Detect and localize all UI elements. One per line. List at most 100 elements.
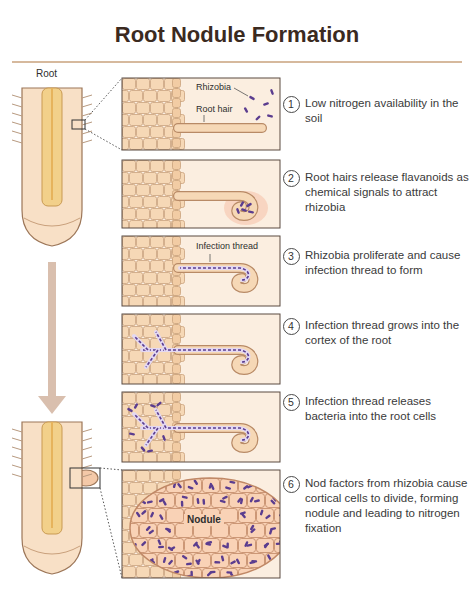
nodule-cell — [131, 479, 148, 493]
part-label: Rhizobia — [196, 82, 231, 92]
epidermis-cell — [173, 139, 181, 148]
nodule-cell — [185, 539, 202, 553]
infection-thread-sheath — [146, 350, 158, 367]
plant-cell — [144, 453, 157, 463]
infection-thread — [134, 414, 148, 428]
rhizobium — [248, 210, 254, 213]
callout-number: 1 — [288, 99, 294, 110]
root-drawing — [12, 78, 122, 246]
plant-cell — [158, 91, 171, 102]
root-hair-line — [82, 122, 92, 125]
rhizobium — [255, 115, 261, 121]
part-label: Nodule — [184, 514, 224, 526]
plant-cell — [151, 261, 164, 272]
epidermis-cell — [173, 393, 181, 402]
rhizobium — [260, 509, 264, 515]
plant-cell — [158, 221, 171, 229]
plant-cell — [151, 161, 164, 172]
plant-cell — [130, 249, 143, 260]
plant-cell — [122, 139, 129, 150]
rhizobium — [129, 432, 135, 435]
root-hair-line — [12, 131, 22, 134]
rhizobium — [196, 498, 199, 504]
rhizobium — [124, 527, 130, 532]
rhizobium — [270, 89, 274, 95]
panel-illustration — [122, 160, 280, 228]
plant-cell — [123, 209, 136, 220]
epidermis-cell — [173, 221, 181, 229]
nodule-cell — [275, 569, 281, 579]
nodule-cell — [194, 554, 211, 568]
nodule-cell — [176, 554, 193, 568]
plant-cell — [123, 441, 136, 452]
nodule-cell — [248, 494, 265, 508]
rhizobium — [138, 485, 143, 491]
rhizobium — [266, 485, 272, 490]
root-hair — [178, 124, 262, 132]
nodule-cell — [149, 539, 166, 553]
nodule-cell — [203, 569, 220, 579]
epidermis-cell — [173, 79, 181, 88]
rhizobium — [249, 95, 255, 100]
step-text: Rhizobia proliferate and cause infection… — [305, 248, 470, 278]
plant-cell — [137, 237, 150, 248]
nodule-cell — [230, 554, 247, 568]
core-line — [51, 422, 53, 528]
rhizobium — [150, 404, 156, 408]
plant-cell — [122, 555, 129, 566]
epidermis-cell — [173, 365, 181, 374]
nodule-cell — [230, 524, 247, 538]
plant-cell — [158, 249, 171, 260]
plant-cell — [137, 209, 150, 220]
rhizobium — [249, 496, 254, 502]
epidermis-cell — [173, 335, 181, 344]
root-cap — [24, 546, 80, 554]
rhizobium — [156, 401, 162, 407]
core-line — [51, 88, 53, 200]
callout-number: 6 — [288, 479, 294, 490]
infection-thread — [146, 350, 158, 367]
rhizobium — [210, 484, 215, 490]
rhizobium — [152, 484, 158, 489]
plant-cell — [122, 173, 129, 184]
nodule-cell — [131, 569, 148, 579]
root-hair-line — [82, 104, 92, 107]
root-hair-line — [12, 447, 22, 450]
plant-cell — [144, 297, 157, 307]
step-text: Infection thread grows into the cortex o… — [305, 318, 470, 348]
root-hair-line — [12, 456, 22, 459]
plant-cell — [151, 237, 164, 248]
nodule-cell — [212, 554, 229, 568]
rhizobium — [202, 499, 205, 505]
rhizobium — [226, 571, 232, 574]
root-hair-line — [12, 465, 22, 468]
plant-cell — [137, 567, 150, 578]
nodule-cell — [149, 569, 166, 579]
plant-cell — [158, 297, 171, 307]
plant-cell — [130, 139, 143, 150]
rhizobium — [147, 449, 153, 452]
root-hair — [178, 268, 253, 288]
rhizobium — [225, 486, 231, 490]
step-number-circle: 5 — [283, 394, 300, 411]
rhizobium — [267, 114, 273, 118]
plant-cell — [123, 339, 136, 350]
plant-cell — [144, 139, 157, 150]
plant-cell — [123, 567, 136, 578]
epidermis-cell — [173, 375, 181, 384]
rhizobium — [259, 570, 264, 576]
rhizobium — [254, 499, 260, 503]
rhizobium — [145, 525, 151, 531]
plant-cell — [172, 139, 185, 150]
plant-cell — [130, 221, 143, 229]
plant-cell — [144, 273, 157, 284]
rhizobium — [237, 497, 243, 503]
epidermis-cell — [173, 237, 181, 246]
root-hair-line — [82, 447, 92, 450]
plant-cell — [122, 327, 129, 338]
step-number-circle: 2 — [283, 170, 300, 187]
epidermis-cell — [173, 403, 181, 412]
plant-cell — [144, 197, 157, 208]
rhizobium — [182, 555, 188, 560]
nodule-ground — [130, 478, 280, 578]
